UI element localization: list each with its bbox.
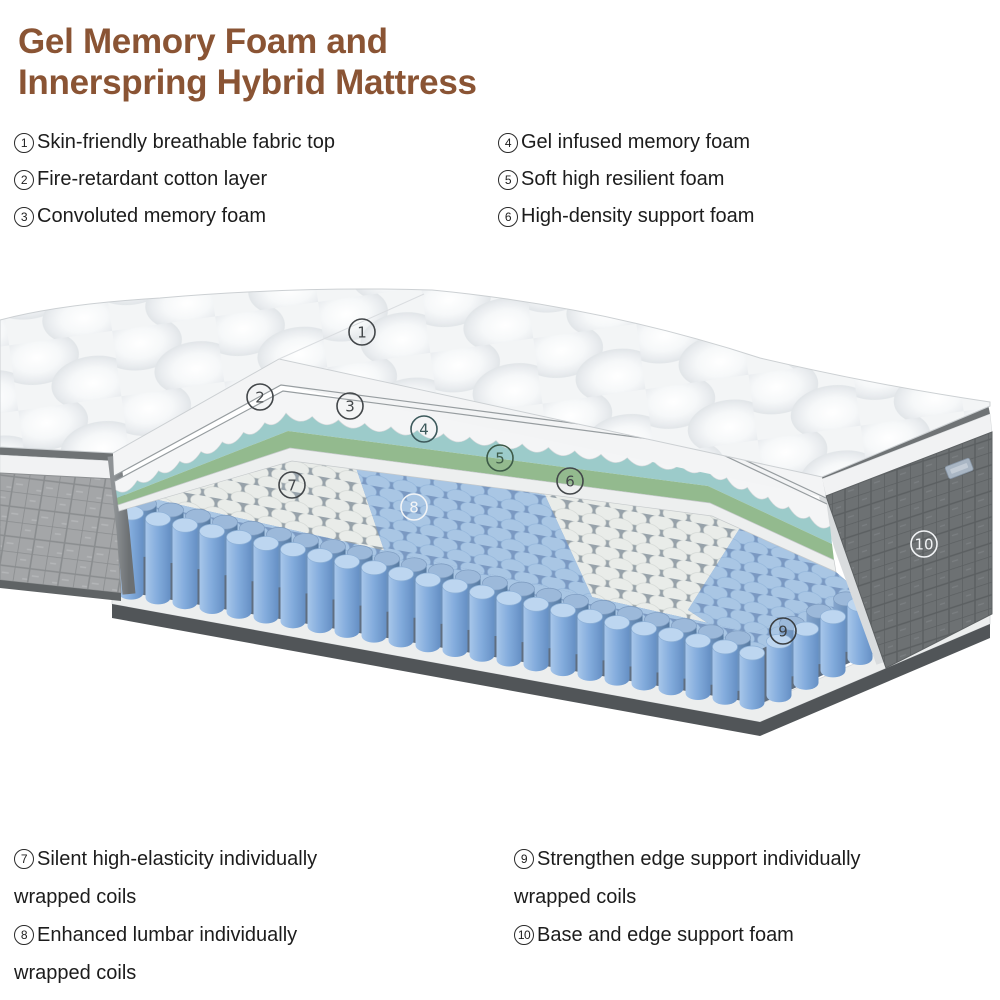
feature-item-10: 10 Base and edge support foam [514, 916, 861, 954]
feature-marker-9: 9 [514, 849, 534, 869]
feature-text-9: Strengthen edge support individually [537, 847, 861, 870]
feature-text-1: Skin-friendly breathable fabric top [37, 131, 335, 153]
feature-marker-4: 4 [498, 132, 518, 153]
coil-wall [118, 496, 873, 710]
layer-support-foam [117, 447, 837, 573]
page-title-line2: Innerspring Hybrid Mattress [18, 62, 477, 102]
feature-marker-6: 6 [498, 206, 518, 227]
feature-marker-1: 1 [14, 132, 34, 153]
feature-item-3: 3 Convoluted memory foam [14, 198, 335, 235]
feature-marker-7: 7 [14, 849, 34, 869]
feature-text-8: Enhanced lumbar individually [37, 923, 298, 946]
diagram-marker-4: 4 [410, 415, 438, 443]
feature-text-5: Soft high resilient foam [521, 168, 725, 190]
svg-text:6: 6 [565, 473, 575, 491]
brand-tag [944, 457, 974, 480]
feature-text-7: Silent high-elasticity individually [37, 847, 318, 870]
svg-text:4: 4 [419, 421, 429, 439]
svg-text:7: 7 [287, 477, 297, 495]
feature-item-9: 9 Strengthen edge support individually [514, 840, 861, 878]
feature-item-4: 4 Gel infused memory foam [498, 124, 754, 161]
diagram-markers: 1 2 3 4 5 6 7 [246, 318, 938, 645]
feature-item-7: 7 Silent high-elasticity individually [14, 840, 317, 878]
diagram-marker-6: 6 [556, 467, 584, 495]
page-title-line1: Gel Memory Foam and [18, 22, 388, 61]
feature-list-bottom-left: 7 Silent high-elasticity individually wr… [14, 840, 317, 992]
feature-text-6: High-density support foam [521, 205, 755, 227]
diagram-marker-2: 2 [246, 383, 274, 411]
quilt-top [0, 288, 991, 478]
edge-coil-zone [127, 493, 866, 653]
diagram-marker-1: 1 [348, 318, 376, 346]
feature-item-1: 1 Skin-friendly breathable fabric top [14, 124, 335, 161]
feature-text-10: Base and edge support foam [537, 923, 794, 946]
svg-text:5: 5 [495, 450, 505, 468]
feature-text-4: Gel infused memory foam [521, 131, 750, 153]
feature-text-3: Convoluted memory foam [37, 205, 266, 227]
feature-marker-10: 10 [514, 925, 534, 945]
feature-item-6: 6 High-density support foam [498, 198, 754, 235]
feature-text-9-cont: wrapped coils [514, 885, 637, 908]
layer-resilient-foam [117, 431, 834, 560]
feature-item-8: 8 Enhanced lumbar individually [14, 916, 317, 954]
mattress-cutaway-illustration: 1 2 3 4 5 6 7 [0, 288, 993, 736]
feature-marker-2: 2 [14, 169, 34, 190]
svg-text:3: 3 [345, 398, 355, 416]
feature-list-top-left: 1 Skin-friendly breathable fabric top 2 … [14, 124, 335, 235]
feature-list-bottom-right: 9 Strengthen edge support individually w… [514, 840, 861, 954]
feature-list-top-right: 4 Gel infused memory foam 5 Soft high re… [498, 124, 754, 235]
feature-marker-3: 3 [14, 206, 34, 227]
feature-marker-5: 5 [498, 169, 518, 190]
feature-item-5: 5 Soft high resilient foam [498, 161, 754, 198]
svg-text:9: 9 [778, 623, 788, 641]
layer-cotton [113, 384, 828, 505]
svg-text:1: 1 [357, 324, 367, 342]
feature-text-2: Fire-retardant cotton layer [37, 168, 268, 190]
feature-item-2: 2 Fire-retardant cotton layer [14, 161, 335, 198]
diagram-marker-5: 5 [486, 444, 514, 472]
diagram-marker-10: 10 [910, 530, 938, 558]
diagram-marker-9: 9 [769, 617, 797, 645]
feature-text-7-cont: wrapped coils [14, 885, 137, 908]
cut-layer-stack [113, 359, 837, 573]
page-title: Gel Memory Foam and Innerspring Hybrid M… [18, 22, 477, 104]
svg-text:10: 10 [914, 536, 933, 554]
diagram-marker-7: 7 [278, 471, 306, 499]
feature-text-8-cont: wrapped coils [14, 961, 137, 984]
feature-marker-8: 8 [14, 925, 34, 945]
svg-text:8: 8 [409, 499, 419, 517]
diagram-marker-3: 3 [336, 392, 364, 420]
svg-text:2: 2 [255, 389, 265, 407]
left-side-panel [0, 447, 136, 601]
diagram-marker-8: 8 [400, 493, 428, 521]
